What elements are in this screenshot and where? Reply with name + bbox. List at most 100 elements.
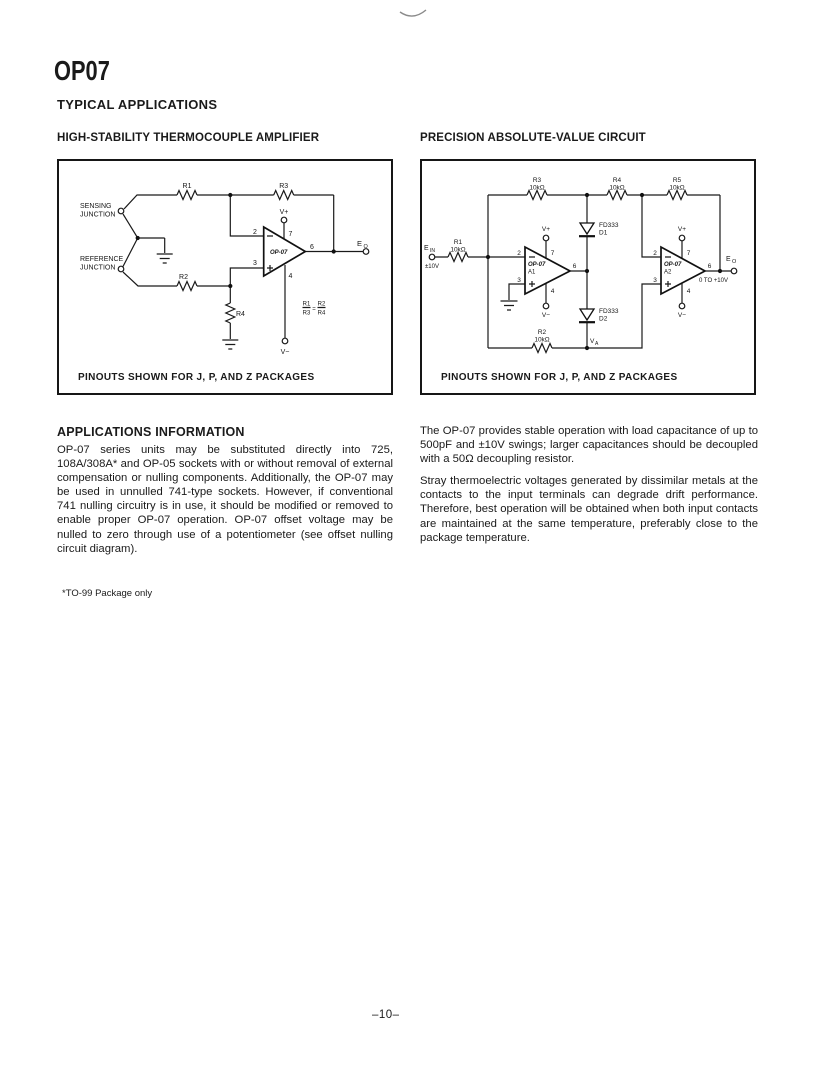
figure2-box: R3 10kΩ R4 10kΩ R5 10kΩ R1 10kΩ R2 10kΩ … — [420, 159, 756, 395]
figure1-box: SENSING JUNCTION REFERENCE JUNCTION R1 R… — [57, 159, 393, 395]
v-minus-label: V− — [281, 349, 290, 356]
thermoelectric-paragraph: Stray thermoelectric voltages generated … — [420, 475, 758, 544]
resistor-r1-label: R1 — [183, 183, 192, 190]
terminal-ein — [428, 253, 436, 261]
terminal-a2-v-plus — [678, 234, 686, 242]
a1-pin-6-label: 6 — [573, 263, 577, 270]
junction-dot — [639, 192, 645, 198]
terminal-a1-v-minus — [542, 302, 550, 310]
terminal-output-eo — [730, 267, 738, 275]
resistor-r3 — [526, 189, 548, 201]
junction-dot — [584, 192, 590, 198]
resistor-r3 — [273, 189, 295, 201]
ground-icon — [222, 339, 239, 350]
reference-junction-label: REFERENCE — [80, 256, 124, 263]
opamp-a1-name-label: OP-07 — [528, 262, 546, 268]
a1-pin-3-label: 3 — [517, 277, 521, 284]
junction-dot — [228, 283, 233, 289]
equation-denominator-2: R4 — [318, 311, 326, 317]
resistor-r2 — [176, 280, 198, 292]
sensing-junction-label: JUNCTION — [80, 212, 115, 219]
reference-junction-label: JUNCTION — [80, 265, 115, 272]
junction-dot — [135, 235, 140, 241]
a2-v-minus-label: V− — [678, 312, 686, 319]
opamp-a2-symbol — [660, 245, 707, 296]
sensing-junction-label: SENSING — [80, 203, 112, 210]
absolute-value-circuit-schematic: R3 10kΩ R4 10kΩ R5 10kΩ R1 10kΩ R2 10kΩ … — [424, 177, 738, 354]
a2-pin-2-label: 2 — [653, 250, 657, 257]
opamp-symbol — [262, 225, 307, 278]
part-number-title: OP07 — [54, 55, 110, 86]
resistor-r3-label: R3 — [533, 177, 542, 184]
terminal-v-minus — [281, 337, 289, 345]
junction-dot — [331, 249, 336, 254]
equation-numerator-2: R2 — [318, 302, 326, 308]
junction-dot — [717, 268, 723, 274]
pin-6-label: 6 — [310, 244, 314, 251]
opamp-a1-symbol — [524, 245, 572, 296]
input-polarity-marks — [267, 235, 273, 271]
diode-d1-part-label: FD333 — [599, 222, 619, 229]
v-plus-label: V+ — [280, 209, 289, 216]
wires — [434, 194, 731, 349]
applications-info-paragraph: OP-07 series units may be substituted di… — [57, 444, 393, 555]
diode-d1 — [578, 222, 596, 238]
a1-pin-4-label: 4 — [551, 288, 555, 295]
resistor-r2-label: R2 — [179, 274, 188, 281]
node-va-subscript: A — [595, 341, 599, 347]
resistor-r3-value: 10kΩ — [529, 185, 544, 192]
resistor-r3-label: R3 — [279, 183, 288, 190]
gain-equation: R1 R3 = R2 R4 — [302, 302, 326, 317]
opamp-name-label: OP-07 — [270, 250, 288, 256]
output-eo-subscript: O — [732, 259, 737, 265]
input-ein-label: E — [424, 245, 429, 252]
output-eo-label: E — [726, 256, 731, 263]
pin-2-label: 2 — [253, 229, 257, 236]
opamp-a2-name-label: OP-07 — [664, 262, 682, 268]
a2-pin-7-label: 7 — [687, 250, 691, 257]
resistor-r4-label: R4 — [613, 177, 622, 184]
a1-v-plus-label: V+ — [542, 226, 550, 233]
page-number: –10– — [372, 1009, 400, 1021]
resistor-r4 — [606, 189, 628, 201]
terminal-a2-v-minus — [678, 302, 686, 310]
figure1-caption: PINOUTS SHOWN FOR J, P, AND Z PACKAGES — [78, 372, 315, 383]
load-capacitance-paragraph: The OP-07 provides stable operation with… — [420, 425, 758, 466]
terminal-v-plus — [280, 216, 288, 224]
ground-icon — [500, 300, 518, 311]
a2-pin-6-label: 6 — [708, 263, 712, 270]
junction-dot — [485, 254, 491, 260]
resistor-r4-label: R4 — [236, 311, 245, 318]
resistor-r4-value: 10kΩ — [609, 185, 624, 192]
output-range-label: 0 TO +10V — [699, 278, 728, 284]
input-range-label: ±10V — [425, 264, 439, 270]
equation-numerator-1: R1 — [303, 302, 311, 308]
resistor-r1-value: 10kΩ — [450, 247, 465, 254]
footnote: *TO-99 Package only — [62, 588, 153, 599]
a2-pin-3-label: 3 — [653, 277, 657, 284]
diode-d1-ref-label: D1 — [599, 230, 608, 237]
resistor-r1 — [176, 189, 198, 201]
applications-info-heading: APPLICATIONS INFORMATION — [57, 425, 245, 439]
resistor-r5 — [666, 189, 688, 201]
diode-d2-part-label: FD333 — [599, 308, 619, 315]
opamp-a2-ref-label: A2 — [664, 270, 672, 276]
resistor-r2-value: 10kΩ — [534, 337, 549, 344]
a1-pin-7-label: 7 — [551, 250, 555, 257]
figure2-caption: PINOUTS SHOWN FOR J, P, AND Z PACKAGES — [441, 372, 678, 383]
pin-7-label: 7 — [289, 231, 293, 238]
junction-dot — [584, 268, 590, 274]
output-eo-label: E — [357, 239, 362, 248]
input-polarity-marks — [529, 256, 535, 287]
diode-d2 — [578, 308, 596, 324]
output-eo-subscript: O — [364, 244, 369, 250]
terminal-a1-v-plus — [542, 234, 550, 242]
resistor-r1 — [447, 251, 469, 263]
resistor-r2-label: R2 — [538, 329, 547, 336]
a2-v-plus-label: V+ — [678, 226, 686, 233]
a2-pin-4-label: 4 — [687, 288, 691, 295]
junction-dot — [228, 192, 233, 198]
diode-d2-ref-label: D2 — [599, 316, 608, 323]
ground-icon — [156, 253, 173, 264]
